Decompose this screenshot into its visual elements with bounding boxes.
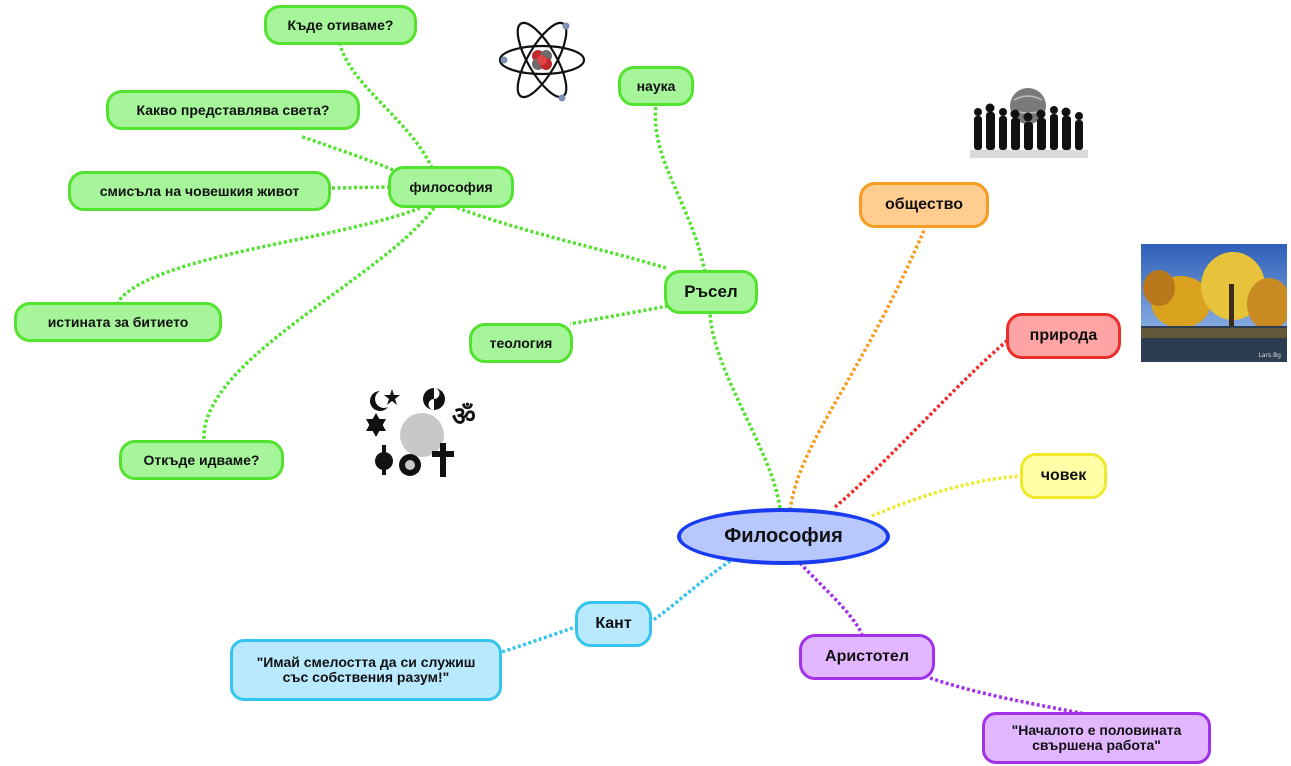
node-smisala[interactable]: смисъла на човешкия живот [68,171,331,211]
religion-symbols-icon: ॐ [366,388,476,477]
link-filosofia-otkade [202,206,436,441]
node-label: теология [489,335,553,351]
node-label: общество [885,196,963,213]
node-label: Къде отиваме? [287,17,394,33]
node-label: човек [1040,467,1087,484]
atom-icon [498,21,586,102]
link-filosofia-istinata [116,206,421,304]
node-label: Аристотел [825,648,909,665]
node-nauka[interactable]: наука [618,66,694,106]
node-chovek[interactable]: човек [1020,453,1107,499]
node-label: "Началото е половината свършена работа" [1011,722,1182,753]
node-label: Ръсел [684,282,738,301]
node-kant-quote[interactable]: "Имай смелостта да си служиш със собстве… [230,639,502,701]
link-center-kant [649,556,736,624]
central-node[interactable]: Философия [677,508,890,565]
link-rasel-nauka [653,104,707,273]
svg-text:ॐ: ॐ [452,402,476,432]
link-center-obshtestvo [788,227,927,511]
node-kade-otivame[interactable]: Къде отиваме? [264,5,417,45]
node-label: природа [1029,327,1098,344]
autumn-landscape-image: Lars.Bg [1141,244,1287,362]
link-filosofia-smisala [329,185,391,190]
node-label: смисъла на човешкия живот [99,183,300,199]
link-center-priroda [833,338,1010,509]
central-node-label: Философия [724,525,843,547]
node-label: философия [409,179,493,195]
node-istinata[interactable]: истината за битието [14,302,222,342]
node-label: наука [636,78,676,94]
link-filosofia-kade [338,43,434,169]
node-priroda[interactable]: природа [1006,313,1121,359]
svg-text:Lars.Bg: Lars.Bg [1259,352,1282,359]
node-obshtestvo[interactable]: общество [859,182,989,228]
link-rasel-teologia [569,304,669,326]
node-filosofia[interactable]: философия [388,166,514,208]
link-aristotel-quote [929,676,1086,716]
node-aristotel-quote[interactable]: "Началото е половината свършена работа" [982,712,1211,764]
node-kant[interactable]: Кант [575,601,652,647]
link-rasel-filosofia [449,203,667,270]
node-aristotel[interactable]: Аристотел [799,634,935,680]
node-otkade-idvame[interactable]: Откъде идваме? [119,440,284,480]
link-center-rasel [708,311,782,509]
link-filosofia-kakvo [299,134,399,174]
node-label: Откъде идваме? [143,452,260,468]
link-center-chovek [871,474,1023,518]
node-kakvo-predstavlyava[interactable]: Какво представлява света? [106,90,360,130]
crowd-globe-icon [970,88,1088,158]
node-label: Кант [595,615,632,632]
node-rasel[interactable]: Ръсел [664,270,758,314]
node-label: истината за битието [47,314,189,330]
node-teologia[interactable]: теология [469,323,573,363]
node-label: Какво представлява света? [136,102,330,118]
link-kant-quote [501,624,579,654]
node-label: "Имай смелостта да си служиш със собстве… [256,654,476,685]
link-center-aristotel [798,561,864,635]
